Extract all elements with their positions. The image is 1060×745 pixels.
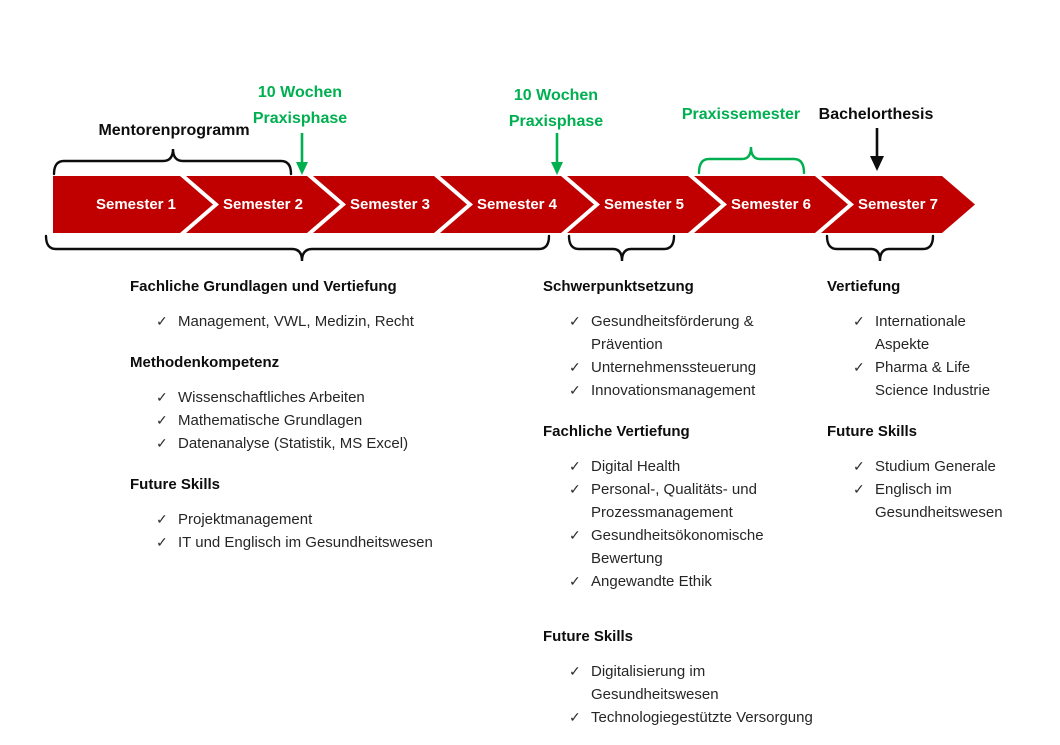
checkmark-icon: ✓ <box>569 359 581 375</box>
list-item: ✓ Personal-, Qualitäts- und Prozessmanag… <box>569 478 828 524</box>
bachelorthesis-down-arrow-icon <box>870 128 884 171</box>
semester-7-label: Semester 7 <box>857 196 939 213</box>
section-heading: Fachliche Vertiefung <box>543 423 690 440</box>
column-semesters-1-4: Fachliche Grundlagen und Vertiefung ✓ Ma… <box>130 277 525 574</box>
semester-2-label: Semester 2 <box>222 196 304 213</box>
list-item: ✓ IT und Englisch im Gesundheitswesen <box>156 531 525 554</box>
list-item-text: Internationale Aspekte <box>875 313 966 353</box>
bachelorthesis-label: Bachelorthesis <box>818 106 934 123</box>
list-item: ✓ Internationale Aspekte <box>853 310 1052 356</box>
list-item-text: Datenanalyse (Statistik, MS Excel) <box>178 435 409 452</box>
semester-6-arrow: Semester 6 <box>694 176 848 233</box>
checkmark-icon: ✓ <box>569 573 581 589</box>
section-methodenkompetenz: Methodenkompetenz ✓ Wissenschaftliches A… <box>130 353 525 455</box>
section-vertiefung: Vertiefung ✓ Internationale Aspekte ✓ Ph… <box>827 277 1052 402</box>
list-item: ✓ Datenanalyse (Statistik, MS Excel) <box>156 432 525 455</box>
list-item: ✓ Mathematische Grundlagen <box>156 409 525 432</box>
column-semester-5: Schwerpunktsetzung ✓ Gesundheitsförderun… <box>543 277 828 745</box>
list-item-text: Pharma & Life Science Industrie <box>875 359 991 399</box>
checkmark-icon: ✓ <box>853 481 865 497</box>
section-future-skills-2: Future Skills ✓ Digitalisierung im Gesun… <box>543 627 828 729</box>
list-item-text: IT und Englisch im Gesundheitswesen <box>178 534 433 551</box>
list-item: ✓ Digital Health <box>569 455 828 478</box>
list-item: ✓ Innovationsmanagement <box>569 379 828 402</box>
semester-4-label: Semester 4 <box>476 196 558 213</box>
section-heading: Vertiefung <box>827 278 901 295</box>
section-heading: Schwerpunktsetzung <box>543 278 694 295</box>
checkmark-icon: ✓ <box>569 663 581 679</box>
section-heading: Future Skills <box>543 628 634 645</box>
section-schwerpunktsetzung: Schwerpunktsetzung ✓ Gesundheitsförderun… <box>543 277 828 402</box>
semester-3-label: Semester 3 <box>349 196 431 213</box>
praxisphase-2-down-arrow-icon <box>551 133 563 175</box>
list-item: ✓ Englisch im Gesundheitswesen <box>853 478 1052 524</box>
section-fachliche-grundlagen: Fachliche Grundlagen und Vertiefung ✓ Ma… <box>130 277 525 333</box>
semester-7-brace-icon <box>825 234 935 262</box>
checkmark-icon: ✓ <box>156 511 168 527</box>
section-heading: Methodenkompetenz <box>130 354 280 371</box>
praxisphase-2-label: 10 Wochen Praxisphase <box>508 87 604 130</box>
checkmark-icon: ✓ <box>569 527 581 543</box>
section-heading: Fachliche Grundlagen und Vertiefung <box>130 278 397 295</box>
checkmark-icon: ✓ <box>156 435 168 451</box>
section-heading: Future Skills <box>130 476 221 493</box>
checkmark-icon: ✓ <box>569 709 581 725</box>
list-item-text: Projektmanagement <box>178 511 313 528</box>
list-item: ✓ Projektmanagement <box>156 508 525 531</box>
checkmark-icon: ✓ <box>569 313 581 329</box>
list-item: ✓ Pharma & Life Science Industrie <box>853 356 1052 402</box>
section-fachliche-vertiefung: Fachliche Vertiefung ✓ Digital Health ✓ … <box>543 422 828 593</box>
checkmark-icon: ✓ <box>569 481 581 497</box>
checkmark-icon: ✓ <box>853 313 865 329</box>
praxisphase-1-label: 10 Wochen Praxisphase <box>252 84 348 127</box>
list-item: ✓ Wissenschaftliches Arbeiten <box>156 386 525 409</box>
semester-1-label: Semester 1 <box>95 196 177 213</box>
semester-1-arrow: Semester 1 <box>53 176 213 233</box>
praxissemester-brace-icon <box>697 146 806 175</box>
section-future-skills-3: Future Skills ✓ Studium Generale ✓ Engli… <box>827 422 1052 524</box>
list-item: ✓ Gesundheitsökonomische Bewertung <box>569 524 828 570</box>
list-item: ✓ Angewandte Ethik <box>569 570 828 593</box>
list-item-text: Mathematische Grundlagen <box>178 412 363 429</box>
list-item-text: Technologiegestützte Versorgung <box>591 709 813 726</box>
list-item: ✓ Gesundheitsförderung & Prävention <box>569 310 828 356</box>
list-item-text: Management, VWL, Medizin, Recht <box>178 313 414 330</box>
list-item: ✓ Unternehmenssteuerung <box>569 356 828 379</box>
semester-5-brace-icon <box>567 234 676 262</box>
column-semester-7: Vertiefung ✓ Internationale Aspekte ✓ Ph… <box>827 277 1052 544</box>
list-item-text: Digital Health <box>591 458 681 475</box>
praxisphase-1-down-arrow-icon <box>296 133 308 175</box>
mentorenprogramm-brace-icon <box>52 148 293 176</box>
praxissemester-label: Praxissemester <box>681 106 801 123</box>
list-item-text: Unternehmenssteuerung <box>591 359 757 376</box>
checkmark-icon: ✓ <box>156 313 168 329</box>
list-item: ✓ Management, VWL, Medizin, Recht <box>156 310 525 333</box>
list-item: ✓ Digitalisierung im Gesundheitswesen <box>569 660 828 706</box>
semester-6-label: Semester 6 <box>730 196 812 213</box>
list-item-text: Gesundheitsförderung & Prävention <box>591 313 754 353</box>
list-item: ✓ Studium Generale <box>853 455 1052 478</box>
checkmark-icon: ✓ <box>853 458 865 474</box>
checkmark-icon: ✓ <box>853 359 865 375</box>
list-item-text: Englisch im Gesundheitswesen <box>875 481 1003 521</box>
mentorenprogramm-label: Mentorenprogramm <box>98 122 250 139</box>
checkmark-icon: ✓ <box>156 389 168 405</box>
section-heading: Future Skills <box>827 423 918 440</box>
checkmark-icon: ✓ <box>156 534 168 550</box>
checkmark-icon: ✓ <box>569 382 581 398</box>
semester-3-arrow: Semester 3 <box>313 176 467 233</box>
list-item-text: Studium Generale <box>875 458 996 475</box>
checkmark-icon: ✓ <box>156 412 168 428</box>
section-future-skills-1: Future Skills ✓ Projektmanagement ✓ IT u… <box>130 475 525 554</box>
semesters-1-4-brace-icon <box>44 234 551 262</box>
list-item: ✓ Technologiegestützte Versorgung <box>569 706 828 729</box>
list-item-text: Personal-, Qualitäts- und Prozessmanagem… <box>591 481 757 521</box>
list-item-text: Wissenschaftliches Arbeiten <box>178 389 365 406</box>
checkmark-icon: ✓ <box>569 458 581 474</box>
list-item-text: Gesundheitsökonomische Bewertung <box>591 527 764 567</box>
list-item-text: Digitalisierung im Gesundheitswesen <box>591 663 719 703</box>
semester-5-label: Semester 5 <box>603 196 685 213</box>
list-item-text: Angewandte Ethik <box>591 573 712 590</box>
list-item-text: Innovationsmanagement <box>591 382 756 399</box>
